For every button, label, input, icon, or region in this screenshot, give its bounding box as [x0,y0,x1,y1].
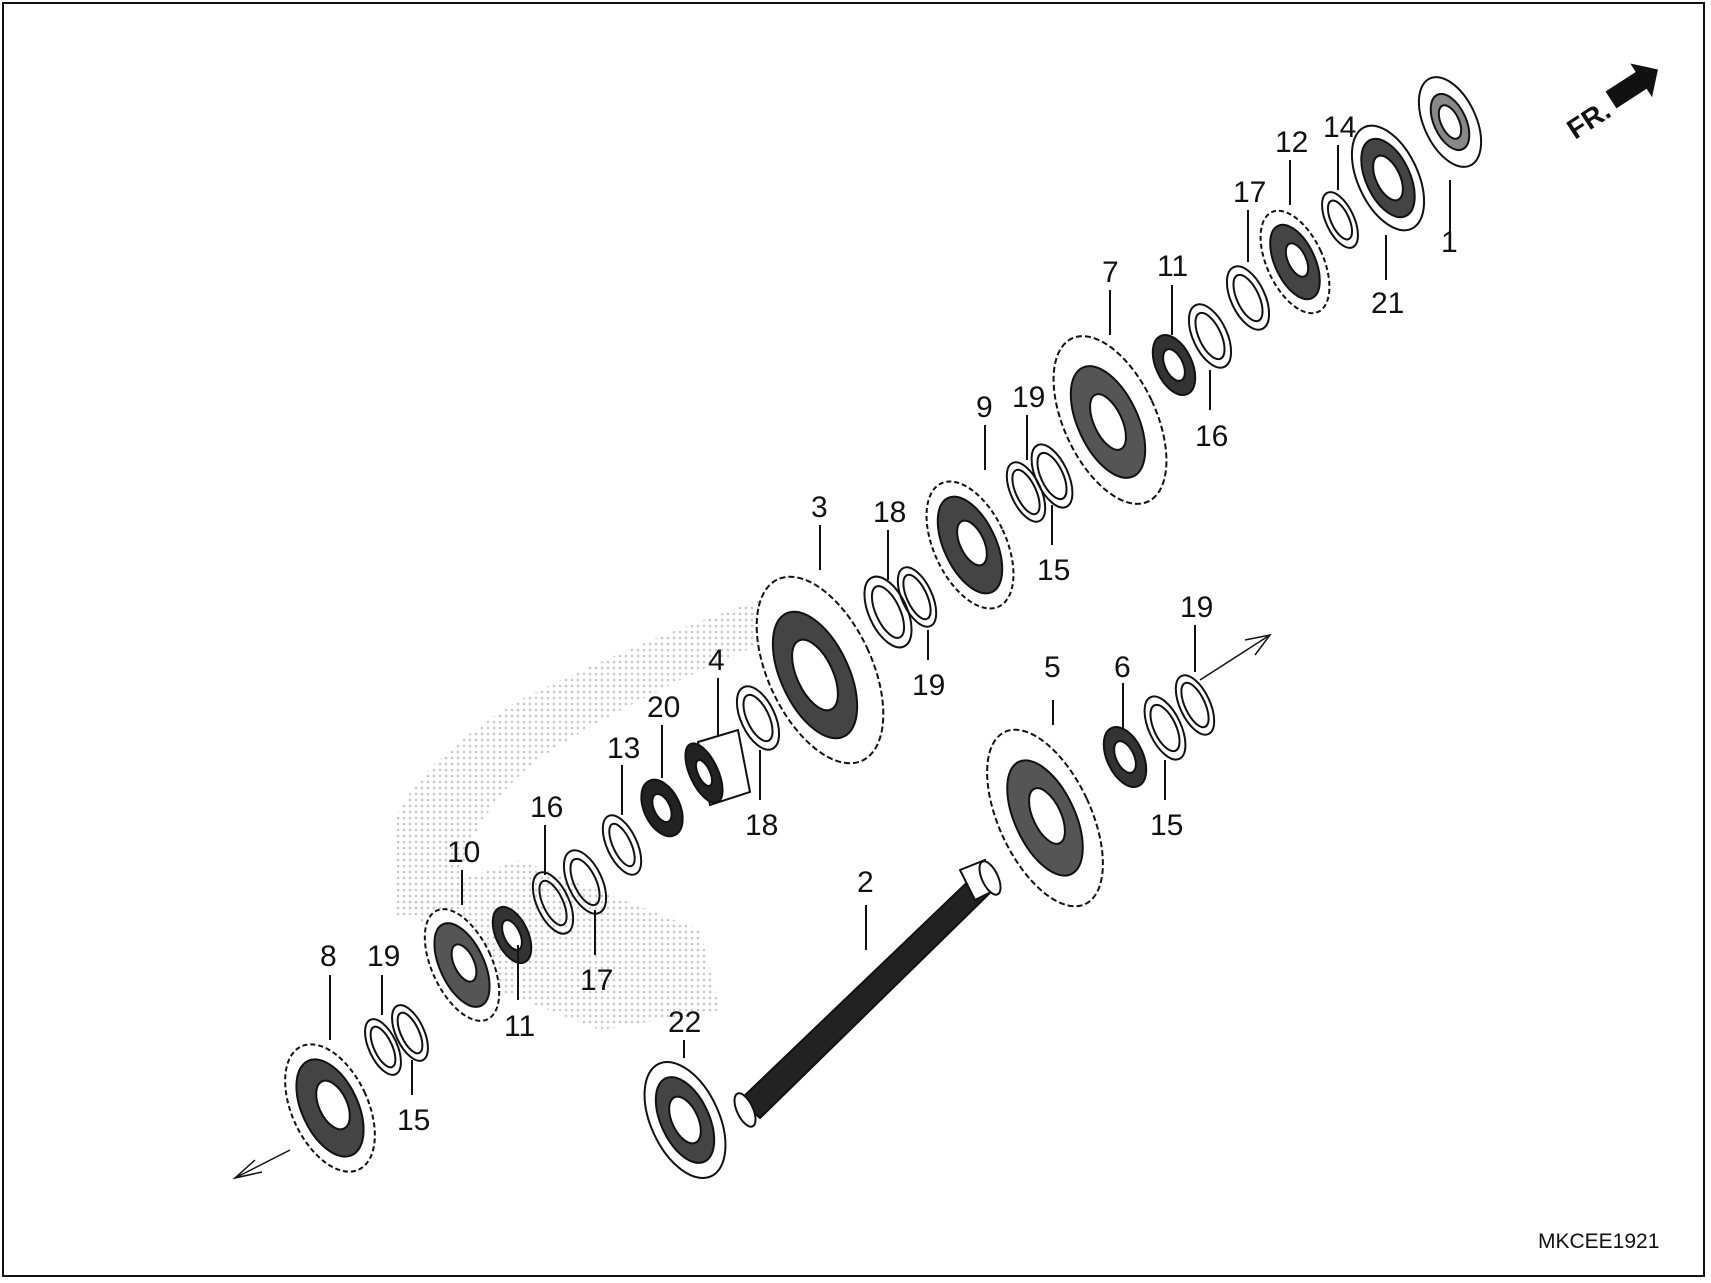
callout-17-lower: 17 [580,964,613,997]
part-2-mainshaft [733,858,1002,1128]
part-5-large-gear [986,728,1104,908]
callout-11-upper: 11 [1157,250,1188,283]
callout-15-lower: 15 [397,1104,430,1137]
callout-13: 13 [607,732,640,765]
watermark-logo [395,600,770,1030]
callout-16-upper: 16 [1195,420,1228,453]
callout-16-lower: 16 [530,791,563,824]
part-16-lock-washer-lower [531,871,575,935]
callout-18-upper: 18 [873,496,906,529]
callout-15-upper: 15 [1037,554,1070,587]
callout-19-right: 19 [1180,591,1213,624]
part-8-gear [284,1043,376,1173]
part-20-needle-bearing [640,778,684,838]
callout-1: 1 [1441,226,1458,259]
washer-19-lower-left [364,1018,402,1076]
callout-20: 20 [647,691,680,724]
part-7-large-gear [1052,335,1168,505]
part-21-ball-bearing [1350,124,1426,232]
part-6-bushing [1102,726,1148,788]
part-19-washer-right [1174,674,1216,736]
part-16-lock-washer-upper [1187,303,1233,369]
part-9-gear [925,480,1015,610]
callout-17-upper: 17 [1233,176,1266,209]
part-18-washer-upper [863,575,913,649]
callout-8: 8 [320,940,337,973]
callout-21: 21 [1371,287,1404,320]
part-4-bushing [684,728,752,807]
part-17-washer-lower [562,849,608,915]
part-11-bushing-lower [491,905,533,965]
front-arrow-icon [1605,63,1658,109]
part-12-gear [1259,209,1331,315]
part-11-bushing-upper [1151,334,1197,396]
part-13-washer [601,814,643,876]
callout-3: 3 [811,491,828,524]
part-14-washer [1321,191,1359,249]
part-17-washer-upper [1225,265,1271,331]
callout-19-upper: 19 [1012,381,1045,414]
assembly-axis-lines [232,633,1272,1180]
callout-9: 9 [976,391,993,424]
callout-2: 2 [857,866,874,899]
part-10-gear [423,908,501,1022]
part-18-washer-lower [735,685,781,751]
callout-19-lower-left: 19 [367,940,400,973]
part-1-oil-seal [1417,76,1483,168]
washer-15-lower-left [391,1004,429,1062]
callout-14: 14 [1323,111,1356,144]
part-15-washer-upper [1030,443,1074,509]
callout-6: 6 [1114,651,1131,684]
diagram-code: MKCEE1921 [1538,1230,1659,1253]
callout-19-mid: 19 [912,669,945,702]
callout-22: 22 [668,1006,701,1039]
callout-12: 12 [1275,126,1308,159]
callout-15-right: 15 [1150,809,1183,842]
part-19-washer-upper [1005,461,1047,523]
callout-18-lower: 18 [745,809,778,842]
part-22-ball-bearing [643,1061,727,1179]
callout-leader-lines [329,145,1451,1095]
part-3-large-gear [755,575,885,765]
callout-11-lower: 11 [504,1010,535,1043]
callout-7: 7 [1102,256,1119,289]
callout-labels: 1 2 3 4 5 6 7 8 9 10 11 11 12 13 14 15 1… [320,111,1458,1137]
part-15-washer-right [1143,695,1187,761]
callout-4: 4 [708,644,725,677]
callout-5: 5 [1044,651,1061,684]
front-direction-indicator: FR. [1561,63,1658,145]
callout-10: 10 [447,836,480,869]
front-label: FR. [1561,94,1616,145]
part-19-washer-mid [896,566,938,628]
